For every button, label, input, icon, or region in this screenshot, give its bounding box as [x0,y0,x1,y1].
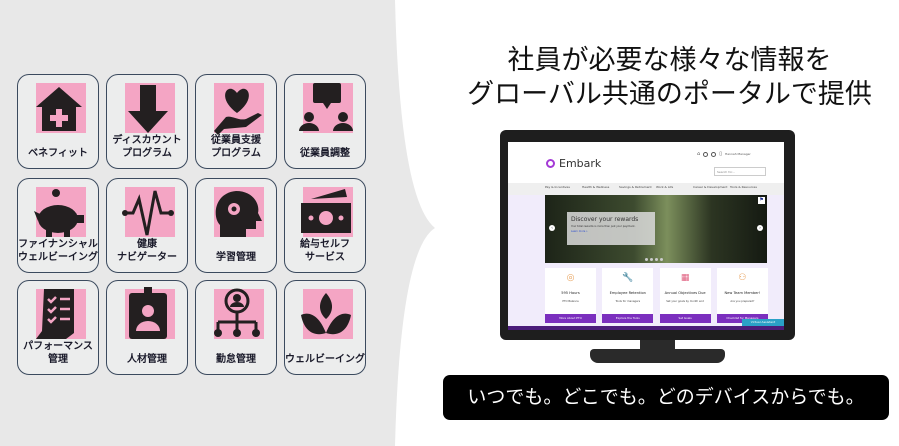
hero-carousel: Discover your rewards Your total rewards… [545,195,767,263]
flag-icon[interactable]: ⚑ [758,197,765,204]
house-plus-icon [36,87,82,131]
feature-tile[interactable]: 学習管理 [195,178,277,273]
portal-logo[interactable]: Embark [546,157,601,170]
card-subtitle: PTO Balance [562,300,579,303]
help-icon[interactable] [711,151,717,157]
heartbeat-icon [122,190,174,236]
info-icon[interactable] [703,151,709,157]
header-icons: ⌂ ▯Hannah Manager [697,151,751,157]
card-subtitle: Set your goals by month end [666,300,704,303]
portal-card: ⚇ New Team Member! Are you prepared? Checkl… [716,268,768,323]
lotus-icon [301,293,351,335]
feature-tile[interactable]: 人材管理 [106,280,188,375]
people-chat-icon [299,83,353,131]
heart-hand-icon [214,88,262,135]
card-subtitle: Are you prepared? [730,300,755,303]
instagram-like-icon: ◎ [566,273,575,283]
piggy-bank-icon [34,189,84,237]
down-arrow-icon [128,85,168,133]
hero-caption: Discover your rewards Your total rewards… [567,212,655,245]
user-menu[interactable]: Hannah Manager [724,152,751,156]
tile-label: 人材管理 [127,354,167,365]
headline-line-1: 社員が必要な様々な情報を [507,45,832,76]
hero-subtitle: Your total rewards is more than just you… [571,225,636,228]
tile-label: 従業員調整 [300,148,350,159]
nav-item[interactable]: Tools & Resources [730,185,757,189]
headline: 社員が必要な様々な情報を グローバル共通のポータルで提供 [440,44,899,112]
monitor-stand-base [590,349,725,363]
card-button[interactable]: Set Goals [659,314,711,323]
checklist-icon [36,289,74,339]
card-title: New Team Member! [724,291,761,295]
tile-label: 勤怠管理 [216,354,256,365]
people-icon: ⚇ [738,273,747,283]
hero-title: Discover your rewards [571,216,639,223]
footer-bar [508,326,784,330]
wrench-icon: 🔧 [622,273,634,283]
monitor: Embark ⌂ ▯Hannah Manager Search for... Pa… [500,130,795,340]
hero-link[interactable]: Learn more » [571,230,588,233]
card-title: Annual Objectives Due [664,291,706,295]
card-button[interactable]: Checklist for Managers [716,314,768,323]
carousel-next-icon[interactable]: › [757,225,763,231]
feature-tile[interactable]: ウェルビーイング [284,280,366,375]
money-icon [301,189,351,233]
headline-line-2: グローバル共通のポータルで提供 [467,79,872,110]
nav-item[interactable]: Work & Life [656,185,674,189]
card-title: 595 Hours [561,291,580,295]
carousel-prev-icon[interactable]: ‹ [549,225,555,231]
tile-label: 学習管理 [216,252,256,263]
feature-tile[interactable]: 従業員調整 [284,74,366,169]
tagline-banner: いつでも。どこでも。どのデバイスからでも。 [443,375,889,420]
tile-label: 健康 ナビゲーター [117,239,177,263]
nav-item[interactable]: Career & Development [693,185,728,189]
search-input[interactable]: Search for... [714,167,766,176]
card-subtitle: Tools for managers [615,300,641,303]
feature-tile[interactable]: 健康 ナビゲーター [106,178,188,273]
id-badge-icon [129,287,167,339]
nav-item[interactable]: Savings & Retirement [619,185,652,189]
tile-label: パフォーマンス 管理 [23,341,93,365]
virtual-assistant-button[interactable]: Virtual Assistant [742,319,784,326]
feature-tile[interactable]: 従業員支援 プログラム [195,74,277,169]
portal-screen: Embark ⌂ ▯Hannah Manager Search for... Pa… [508,142,784,330]
nav-item[interactable]: Pay & Incentives [545,185,570,189]
portal-header: Embark ⌂ ▯Hannah Manager Search for... [508,142,784,183]
document-icon[interactable]: ▯ [719,151,722,157]
tile-label: ベネフィット [28,148,88,159]
tile-label: ウェルビーイング [285,354,365,365]
feature-tile[interactable]: ディスカウント プログラム [106,74,188,169]
feature-tile[interactable]: ベネフィット [17,74,99,169]
embark-logo-icon [546,159,555,168]
tile-label: 給与セルフ サービス [300,239,350,263]
monitor-stand-neck [640,340,675,350]
tile-label: ディスカウント プログラム [112,135,182,159]
card-title: Employee Retention [609,291,646,295]
feature-tile[interactable]: 勤怠管理 [195,280,277,375]
portal-nav: Pay & Incentives Health & Wellness Savin… [508,183,784,195]
nav-item[interactable]: Health & Wellness [582,185,610,189]
calendar-icon: ▦ [680,273,690,283]
home-icon[interactable]: ⌂ [697,151,701,157]
feature-tile[interactable]: パフォーマンス 管理 [17,280,99,375]
feature-tile[interactable]: 給与セルフ サービス [284,178,366,273]
feature-tile[interactable]: ファイナンシャル ウェルビーイング [17,178,99,273]
head-gear-icon [215,191,262,237]
card-button[interactable]: More About PTO [545,314,596,323]
carousel-dots[interactable] [645,258,663,261]
org-chart-icon [214,288,260,337]
logo-text: Embark [559,157,602,170]
card-button[interactable]: Explore the Tools [602,314,654,323]
tile-label: ファイナンシャル ウェルビーイング [18,239,98,263]
tile-label: 従業員支援 プログラム [211,135,261,159]
